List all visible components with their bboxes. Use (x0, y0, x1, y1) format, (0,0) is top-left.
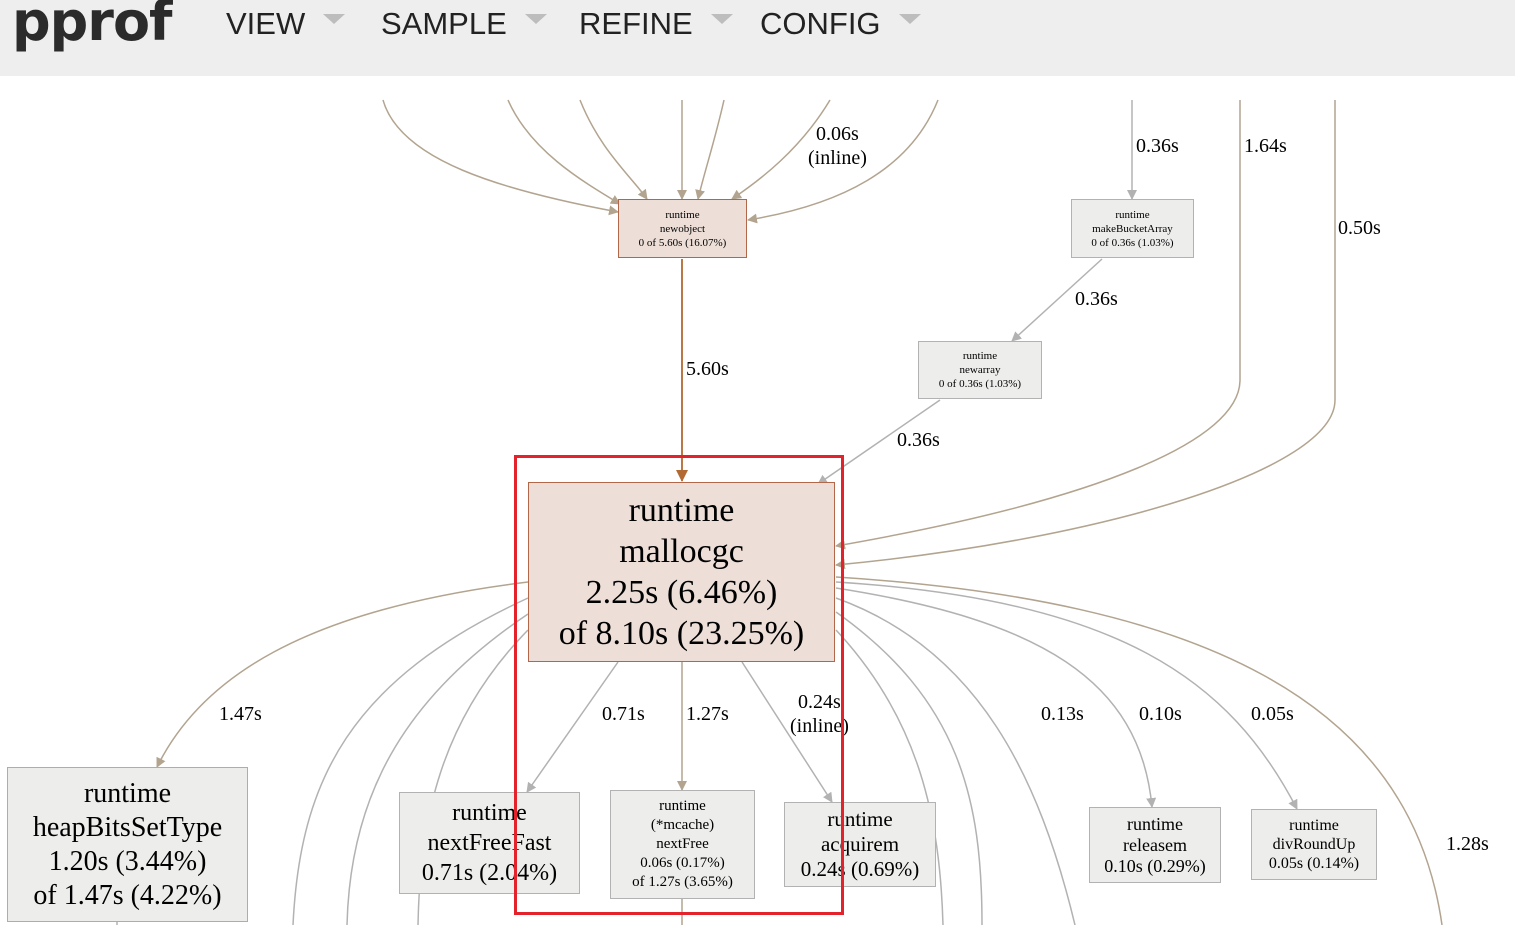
edge-label-inline-top: 0.06s (inline) (808, 122, 867, 170)
node-newobject[interactable]: runtime newobject 0 of 5.60s (16.07%) (618, 199, 747, 258)
menu-config[interactable]: CONFIG (760, 6, 921, 42)
edge-label-nextfree: 1.27s (686, 703, 729, 725)
node-makebucketarray-stats: 0 of 0.36s (1.03%) (1091, 236, 1174, 249)
caret-down-icon (323, 14, 346, 24)
edge-to-acquirem (741, 661, 833, 803)
edge-label-050: 0.50s (1338, 217, 1381, 239)
node-acquirem-func: acquirem (820, 832, 900, 856)
edge-label-acquirem: 0.24s (inline) (790, 690, 849, 738)
edge-to-nextfreefast (526, 661, 619, 793)
node-nextfree-func: nextFree (656, 836, 709, 852)
node-heapbitssettype-cum: of 1.47s (4.22%) (33, 879, 222, 911)
edge-label-acquirem-tag: (inline) (790, 715, 849, 737)
node-mallocgc-pkg: runtime (628, 492, 735, 529)
edge-label-164: 1.64s (1244, 135, 1287, 157)
menu-config-label: CONFIG (760, 6, 881, 41)
edge-label-mba-newarray: 0.36s (1075, 288, 1118, 310)
node-heapbitssettype[interactable]: runtime heapBitsSetType 1.20s (3.44%) of… (7, 767, 248, 922)
edge-out-right-1 (835, 629, 944, 925)
node-newarray-func: newarray (959, 364, 1001, 376)
node-mallocgc-flat: 2.25s (6.46%) (585, 574, 778, 611)
edge-label-heapbitssettype: 1.47s (219, 703, 262, 725)
node-newobject-stats: 0 of 5.60s (16.07%) (638, 236, 727, 249)
node-divroundup-func: divRoundUp (1272, 836, 1356, 853)
node-newarray-stats: 0 of 0.36s (1.03%) (938, 378, 1022, 390)
node-divroundup[interactable]: runtime divRoundUp 0.05s (0.14%) (1251, 809, 1377, 880)
node-acquirem-pkg: runtime (827, 807, 893, 831)
node-newobject-pkg: runtime (665, 208, 700, 221)
menu-sample[interactable]: SAMPLE (381, 6, 547, 42)
node-nextfree[interactable]: runtime (*mcache) nextFree 0.06s (0.17%)… (610, 790, 755, 899)
node-makebucketarray[interactable]: runtime makeBucketArray 0 of 0.36s (1.03… (1071, 199, 1194, 258)
edge-to-013 (835, 597, 1076, 925)
pprof-logo[interactable]: pprof (12, 0, 173, 53)
node-newarray[interactable]: runtime newarray 0 of 0.36s (1.03%) (918, 341, 1042, 399)
edge-in-newobject-5 (695, 99, 725, 200)
node-mallocgc-func: mallocgc (619, 533, 744, 570)
node-nextfree-recv: (*mcache) (650, 817, 715, 833)
edge-label-128: 1.28s (1446, 833, 1489, 855)
node-mallocgc[interactable]: runtime mallocgc 2.25s (6.46%) of 8.10s … (528, 482, 835, 662)
node-newarray-pkg: runtime (962, 350, 998, 362)
edge-to-heapbitssettype (156, 581, 529, 768)
node-heapbitssettype-flat: 1.20s (3.44%) (48, 845, 207, 877)
node-releasem-func: releasem (1123, 834, 1187, 855)
node-heapbitssettype-pkg: runtime (83, 777, 172, 809)
node-releasem-pkg: runtime (1127, 813, 1183, 834)
edge-in-newobject-7 (747, 99, 939, 224)
caret-down-icon (710, 14, 733, 24)
edge-in-mallocgc-164 (835, 100, 1241, 550)
edge-in-mallocgc-050 (835, 100, 1336, 570)
node-divroundup-pkg: runtime (1289, 817, 1339, 834)
edge-in-newobject-3 (579, 99, 648, 200)
node-releasem-flat: 0.10s (0.29%) (1104, 855, 1206, 876)
edge-to-releasem (835, 587, 1157, 808)
menu-sample-label: SAMPLE (381, 6, 507, 41)
edge-label-acquirem-time: 0.24s (798, 691, 841, 713)
node-newobject-func: newobject (659, 222, 706, 235)
menu-view[interactable]: VIEW (226, 6, 346, 42)
edge-in-newobject-1 (382, 99, 619, 216)
edge-mba-newarray (1011, 258, 1103, 342)
highlight-box (514, 455, 844, 915)
edge-out-right-2 (835, 611, 983, 925)
edge-out-left-2 (346, 613, 529, 925)
menu-refine-label: REFINE (579, 6, 693, 41)
edge-label-newarray-mallocgc: 0.36s (897, 429, 940, 451)
edge-label-makebucketarray: 0.36s (1136, 135, 1179, 157)
caret-down-icon (524, 14, 547, 24)
node-releasem[interactable]: runtime releasem 0.10s (0.29%) (1089, 807, 1221, 883)
node-mallocgc-cum: of 8.10s (23.25%) (558, 615, 805, 652)
node-nextfreefast-flat: 0.71s (2.04%) (421, 860, 558, 886)
edge-newarray-mallocgc (817, 399, 941, 485)
caret-down-icon (898, 14, 921, 24)
edge-out-left-1 (292, 597, 529, 925)
menu-refine[interactable]: REFINE (579, 6, 733, 42)
node-makebucketarray-pkg: runtime (1115, 208, 1150, 221)
edge-in-newobject-2 (507, 99, 621, 205)
node-makebucketarray-func: makeBucketArray (1092, 222, 1173, 235)
toolbar: pprof VIEW SAMPLE REFINE CONFIG (0, 0, 1515, 76)
edge-to-divroundup (835, 581, 1298, 810)
edge-label-releasem: 0.10s (1139, 703, 1182, 725)
edge-label-013: 0.13s (1041, 703, 1084, 725)
edge-label-inline-top-time: 0.06s (816, 123, 859, 145)
edge-label-inline-top-tag: (inline) (808, 147, 867, 169)
edge-to-128 (835, 576, 1443, 925)
node-nextfree-flat: 0.06s (0.17%) (640, 855, 725, 871)
edge-label-newobject-mallocgc: 5.60s (686, 358, 729, 380)
menu-view-label: VIEW (226, 6, 306, 41)
edge-label-divroundup: 0.05s (1251, 703, 1294, 725)
node-acquirem-flat: 0.24s (0.69%) (800, 857, 920, 881)
edge-label-nextfreefast: 0.71s (602, 703, 645, 725)
node-acquirem[interactable]: runtime acquirem 0.24s (0.69%) (784, 802, 936, 887)
node-nextfreefast-func: nextFreeFast (427, 830, 552, 856)
node-nextfree-pkg: runtime (659, 798, 706, 814)
node-nextfree-cum: of 1.27s (3.65%) (632, 874, 733, 890)
edge-in-newobject-6 (731, 99, 831, 200)
node-heapbitssettype-func: heapBitsSetType (32, 811, 223, 843)
node-divroundup-flat: 0.05s (0.14%) (1268, 855, 1360, 872)
